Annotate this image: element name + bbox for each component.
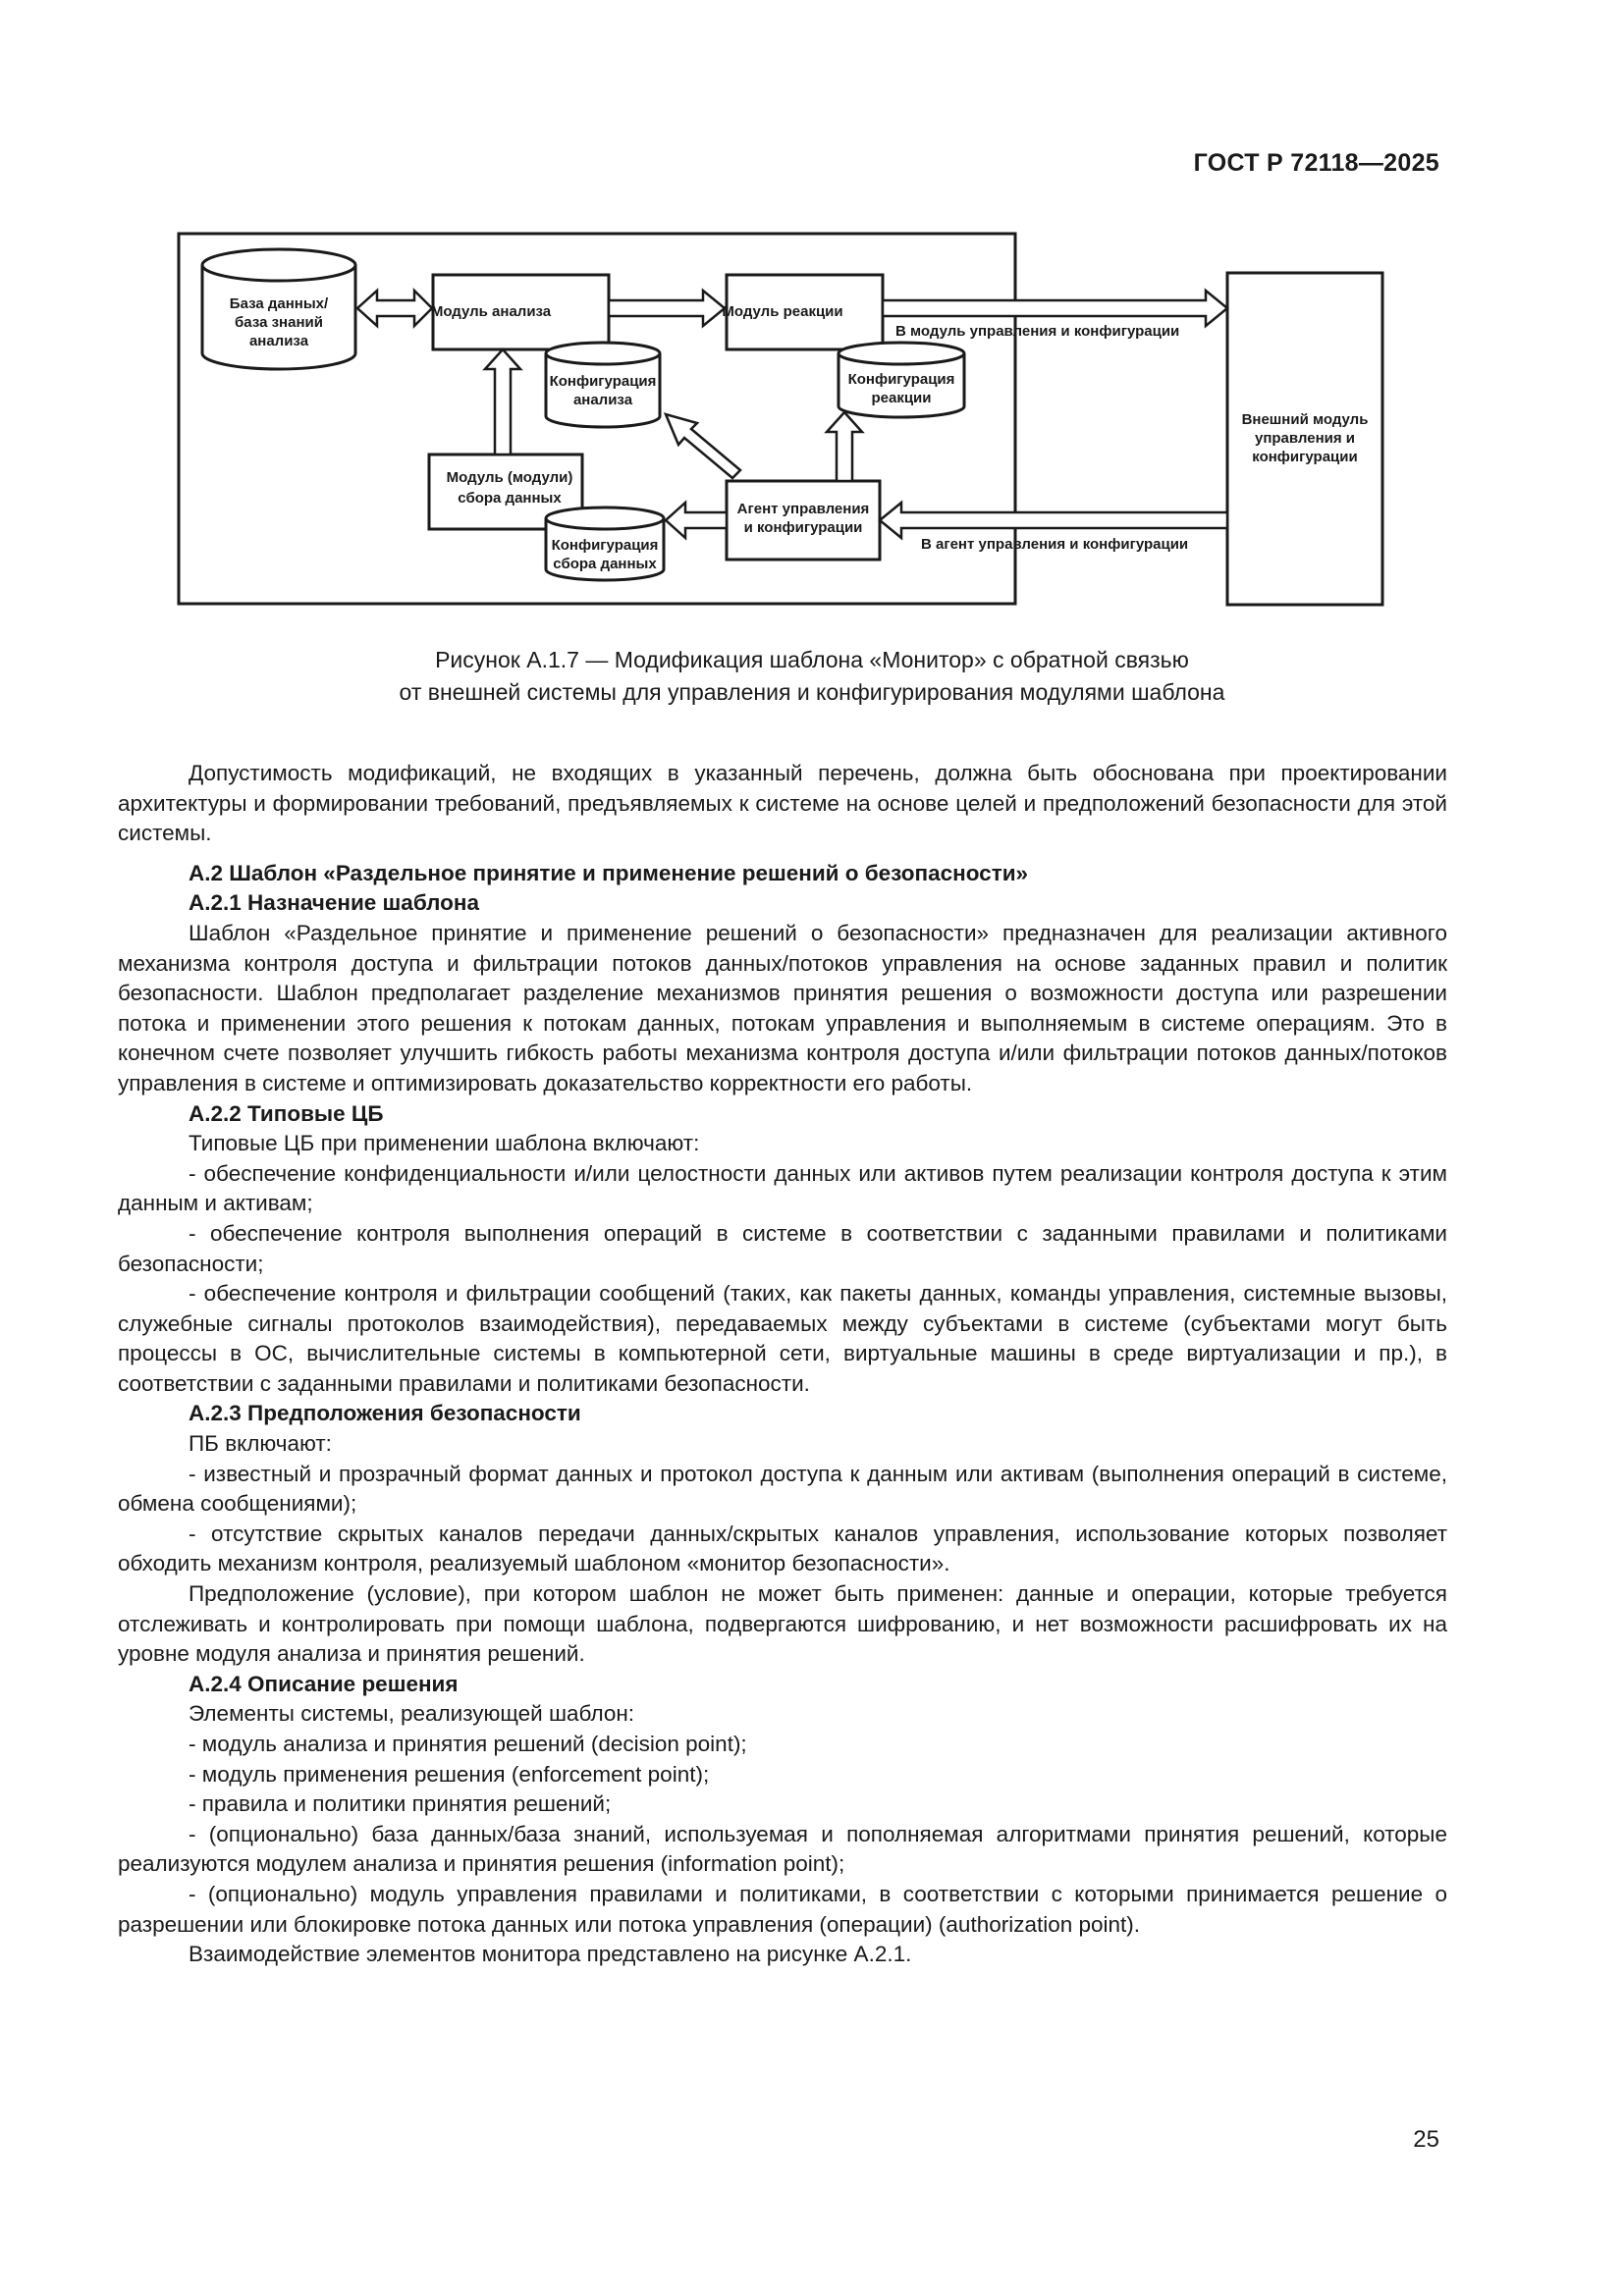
paragraph: - обеспечение контроля выполнения операц…: [118, 1220, 1447, 1276]
db-label-3: анализа: [249, 333, 309, 349]
paragraph: - модуль применения решения (enforcement…: [189, 1761, 710, 1787]
collect-config-label-1: Конфигурация: [552, 537, 659, 554]
agent-collect-config-arrow: [664, 500, 729, 541]
reaction-config-label-2: реакции: [871, 390, 931, 406]
section-heading: А.2.2 Типовые ЦБ: [189, 1100, 384, 1126]
to-agent-label: В агент управления и конфигурации: [921, 536, 1188, 553]
paragraph: - (опционально) база данных/база знаний,…: [118, 1821, 1447, 1877]
agent-reaction-config-arrow: [824, 410, 865, 483]
paragraph: - (опционально) модуль управления правил…: [118, 1881, 1447, 1937]
db-label-1: База данных/: [230, 295, 329, 312]
document-body: Допустимость модификаций, не входящих в …: [118, 759, 1447, 1970]
collect-config-cylinder: [544, 506, 666, 582]
database-cylinder: [200, 247, 357, 371]
section-heading: А.2.1 Назначение шаблона: [189, 890, 480, 916]
analysis-config-label-1: Конфигурация: [550, 373, 657, 390]
figure-diagram: База данных/ база знаний анализа Модуль …: [177, 232, 1384, 607]
external-module-box: [1225, 271, 1384, 607]
paragraph: ПБ включают:: [189, 1431, 332, 1457]
external-agent-arrow: [878, 500, 1229, 541]
to-config-module-label: В модуль управления и конфигурации: [895, 323, 1179, 340]
paragraph: Элементы системы, реализующей шаблон:: [189, 1701, 635, 1727]
paragraph: Взаимодействие элементов монитора предст…: [189, 1942, 912, 1967]
paragraph: - правила и политики принятия решений;: [189, 1791, 612, 1817]
agent-analysis-config-arrow: [663, 412, 742, 480]
section-heading: А.2.4 Описание решения: [189, 1671, 459, 1696]
section-heading: А.2.3 Предположения безопасности: [189, 1401, 581, 1426]
reaction-config-cylinder: [837, 341, 966, 419]
paragraph: - отсутствие скрытых каналов передачи да…: [118, 1521, 1447, 1576]
collector-label-1: Модуль (модули): [447, 469, 573, 486]
section-heading: А.2 Шаблон «Раздельное принятие и примен…: [189, 860, 1029, 885]
figure-caption-line-2: от внешней системы для управления и конф…: [399, 679, 1225, 705]
external-label-2: управления и: [1255, 430, 1355, 447]
analysis-reaction-arrow: [607, 288, 727, 329]
db-label-2: база знаний: [235, 314, 323, 331]
external-label-1: Внешний модуль: [1242, 411, 1369, 428]
collector-label-2: сбора данных: [458, 490, 562, 507]
agent-label-2: и конфигурации: [744, 519, 863, 536]
standard-header: ГОСТ Р 72118—2025: [1193, 149, 1439, 177]
reaction-config-label-1: Конфигурация: [848, 371, 955, 388]
analysis-config-label-2: анализа: [573, 392, 633, 408]
paragraph: - известный и прозрачный формат данных и…: [118, 1461, 1447, 1517]
analysis-config-cylinder: [544, 341, 662, 429]
external-label-3: конфигурации: [1252, 449, 1357, 465]
collector-analysis-arrow: [482, 347, 523, 456]
db-analysis-arrow: [355, 287, 434, 330]
page-number: 25: [1413, 2126, 1439, 2153]
reaction-module-label: Модуль реакции: [722, 303, 842, 320]
paragraph: Допустимость модификаций, не входящих в …: [118, 761, 1447, 846]
agent-label-1: Агент управления: [737, 501, 870, 517]
figure-frame: [177, 232, 1017, 606]
analysis-module-label: Модуль анализа: [431, 303, 552, 320]
paragraph: - обеспечение конфиденциальности и/или ц…: [118, 1160, 1447, 1216]
collect-config-label-2: сбора данных: [553, 556, 657, 572]
reaction-external-arrow: [881, 288, 1229, 329]
paragraph: Шаблон «Раздельное принятие и применение…: [118, 920, 1447, 1095]
paragraph: - обеспечение контроля и фильтрации сооб…: [118, 1281, 1447, 1396]
figure-caption-line-1: Рисунок А.1.7 — Модификация шаблона «Мон…: [435, 647, 1189, 672]
paragraph: Предположение (условие), при котором шаб…: [118, 1581, 1447, 1667]
paragraph: Типовые ЦБ при применении шаблона включа…: [189, 1131, 700, 1156]
paragraph: - модуль анализа и принятия решений (dec…: [189, 1732, 747, 1756]
